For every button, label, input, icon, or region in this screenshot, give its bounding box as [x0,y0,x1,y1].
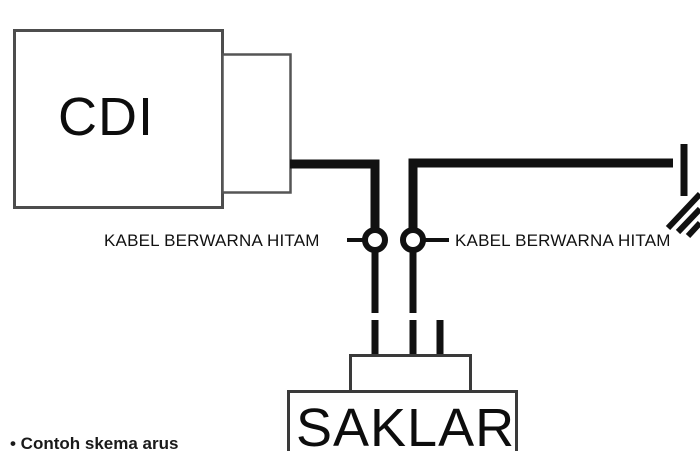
ground-hatch-line-3 [685,220,700,239]
ground-hatch-line-1 [665,191,700,231]
cdi-module-label: CDI [58,87,154,147]
switch-connector-housing [349,354,472,393]
cdi-connector-tab [221,53,292,194]
ground-hatch-line-2 [675,206,700,235]
wire-label-left: KABEL BERWARNA HITAM [104,231,320,250]
wire-right-junction-to-load [408,158,673,228]
cdi-module-box [13,29,224,209]
junction-left [362,227,388,253]
wire-label-right: KABEL BERWARNA HITAM [455,231,671,250]
saklar-module-box [287,390,518,451]
junction-right [400,227,426,253]
wire-cdi-to-left-junction [290,159,380,228]
diagram-caption: • Contoh skema arus [10,434,179,451]
saklar-module-label: SAKLAR [296,398,516,451]
